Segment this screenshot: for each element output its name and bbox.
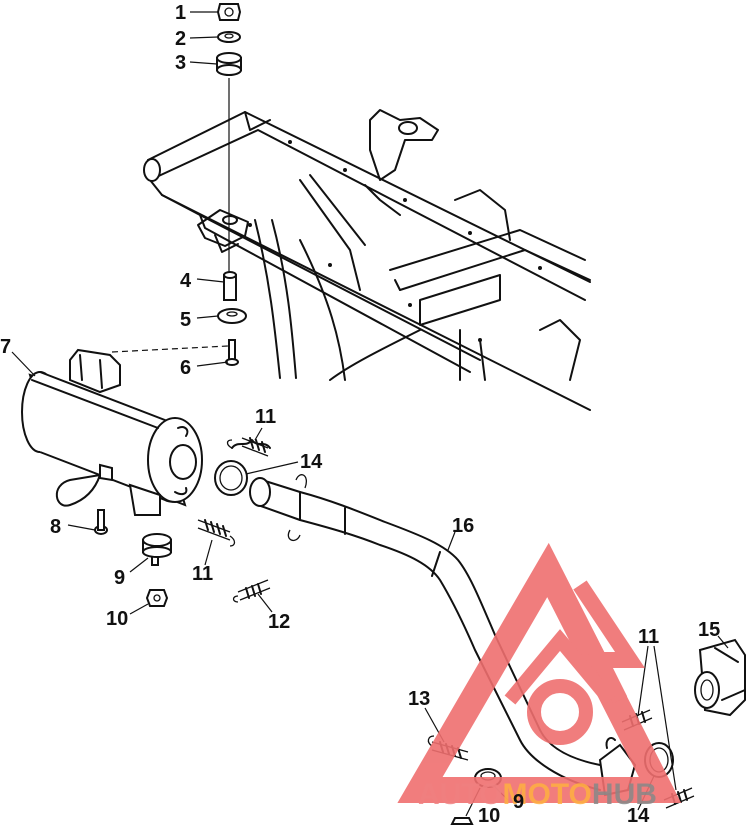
callout-11-upper: 11: [255, 406, 276, 428]
callout-14-upper: 14: [300, 451, 323, 473]
callout-7: 7: [0, 336, 11, 358]
part-12-spring: [232, 579, 271, 603]
callout-8: 8: [50, 516, 61, 538]
callout-2: 2: [175, 28, 186, 50]
part-10-nut-lower: [450, 817, 474, 825]
callout-10: 10: [106, 608, 128, 630]
part-10-nut: [145, 589, 169, 607]
part-14-gasket-upper: [214, 460, 248, 496]
part-11-spring-middle: [197, 519, 236, 547]
part-6-bolt: [225, 339, 239, 366]
callout-15: 15: [698, 619, 720, 641]
part-9-damper: [142, 533, 172, 566]
callout-16: 16: [452, 515, 474, 537]
part-4-spacer: [223, 271, 237, 301]
vehicle-frame: [143, 109, 591, 411]
part-2-washer: [217, 31, 241, 43]
part-11-spring-upper: [226, 437, 271, 457]
callout-labels: 1 2 3 4 5 6 7 8 9 10 11 11 12 14 16 13 9…: [0, 2, 720, 825]
callout-14-lower: 14: [627, 805, 650, 825]
part-15-exhaust-outlet: [694, 638, 746, 717]
callout-5: 5: [180, 309, 191, 331]
callout-1: 1: [175, 2, 186, 24]
watermark-logo: [397, 542, 682, 803]
callout-9-lower: 9: [513, 791, 524, 813]
callout-3: 3: [175, 52, 186, 74]
part-3-grommet: [216, 52, 242, 76]
callout-12: 12: [268, 611, 290, 633]
callout-10-lower: 10: [478, 805, 500, 825]
callout-13: 13: [408, 688, 430, 710]
callout-9: 9: [114, 567, 125, 589]
callout-6: 6: [180, 357, 191, 379]
watermark-text: AUTOMOTOHUB: [418, 778, 657, 811]
part-7-muffler: [21, 348, 203, 516]
callout-11-lower: 11: [638, 626, 659, 648]
callout-11-middle: 11: [192, 563, 213, 585]
part-5-grommet: [217, 308, 247, 324]
part-8-bolt: [94, 509, 108, 535]
callout-4: 4: [180, 270, 192, 292]
part-1-nut: [216, 3, 242, 21]
